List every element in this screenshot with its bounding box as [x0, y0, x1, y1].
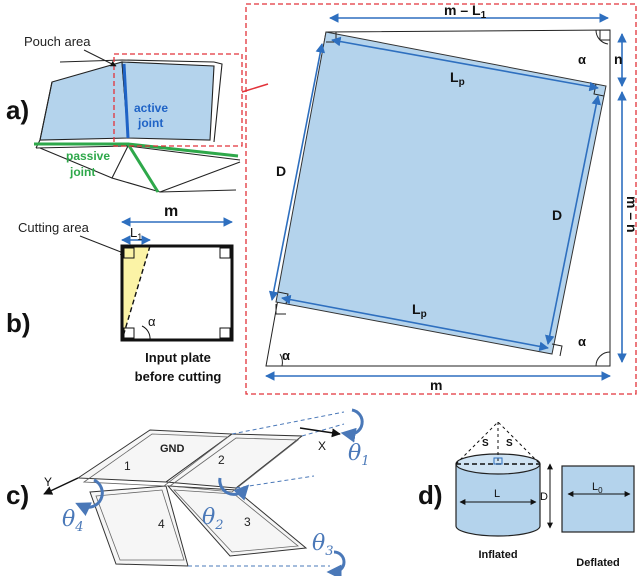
plate-3-label: 3: [244, 515, 251, 529]
pouch-area-pointer: [83, 49, 117, 67]
pouch-highlight-box: [113, 53, 243, 147]
panel-d-letter: d): [418, 480, 443, 510]
active-joint-line: [122, 63, 130, 139]
plate-caption-line1: Input plate: [145, 350, 211, 365]
alpha-top-right: α: [578, 52, 586, 67]
inflated-caption: Inflated: [478, 549, 517, 561]
panel-c-letter: c): [6, 480, 29, 510]
dash-ref-top2: [301, 423, 345, 437]
alpha-bottom-right: α: [578, 334, 586, 349]
cutting-area-pointer: [79, 235, 127, 255]
passive-joint-label-line2: joint: [69, 165, 95, 179]
passive-joint-label: passive: [66, 149, 110, 163]
angle-arc-bl: [279, 353, 283, 367]
plate-angle-arc: [141, 325, 151, 341]
plate-1-label: 1: [124, 459, 131, 473]
plate-4-label: 4: [158, 517, 165, 531]
angle-arc-tr: [595, 29, 609, 45]
dim-d-left-label: D: [276, 163, 286, 179]
plate-caption-line2: before cutting: [135, 369, 222, 384]
pouch-area-label: Pouch area: [24, 34, 91, 49]
active-joint-label: active: [134, 101, 168, 115]
detail-frame: [245, 3, 637, 395]
origami-plates: [76, 429, 308, 567]
dim-d-right: [545, 95, 601, 345]
theta3-label: θ3: [312, 531, 334, 559]
alpha-bottom-left: α: [282, 348, 290, 363]
cutting-area-label: Cutting area: [18, 220, 90, 235]
gnd-label: GND: [160, 443, 185, 455]
dim-lp-top-label: Lp: [450, 69, 465, 88]
active-joint-label-line2: joint: [137, 116, 163, 130]
theta4-label: θ4: [62, 507, 84, 535]
dim-lp-top: [331, 36, 599, 92]
theta3-rotation-icon: [326, 550, 346, 576]
inflated-cylinder-body: [455, 464, 541, 537]
theta2-rotation-icon: [218, 477, 250, 501]
panel-a-letter: a): [6, 95, 29, 125]
s-triangle: [455, 421, 541, 465]
dim-m-minus-n-label: m – n: [624, 196, 640, 233]
x-axis-arrow: [299, 427, 341, 438]
plate-corner-markers: [123, 247, 231, 339]
l1-label: L1: [130, 225, 142, 242]
dash-ref-mid: [235, 475, 315, 489]
plate-2-label: 2: [218, 453, 225, 467]
s-left-label: S: [482, 438, 489, 449]
plate-inner-lines: [82, 433, 300, 561]
input-plate: [120, 244, 234, 342]
panel-d: d) S S L D Inflated L0 Deflated: [418, 421, 635, 569]
theta1-label: θ1: [348, 441, 370, 469]
cylinder-d-label: D: [540, 491, 548, 503]
panel-c: c) GND 1 2 3 4 X Y θ1 θ2: [6, 408, 370, 576]
dim-n-label: n: [614, 51, 623, 67]
dim-lp-bottom: [281, 294, 549, 352]
deflated-caption: Deflated: [576, 557, 619, 569]
dim-d-right-label: D: [552, 207, 562, 223]
plate-alpha: α: [148, 314, 156, 329]
panel-a-detail: m – L1 n m – n Lp D D Lp m α α α: [245, 2, 640, 395]
y-axis-arrow: [43, 477, 79, 495]
dim-m-minus-l1-label: m – L1: [444, 2, 487, 21]
theta2-label: θ2: [202, 505, 224, 533]
theta4-rotation-icon: [75, 478, 104, 516]
panel-a-overview: a) Pouch area active joint passive joint: [6, 34, 269, 193]
theta1-rotation-icon: [340, 408, 364, 443]
panel-b: b) m L1 Cutting area α Input plate befor…: [6, 203, 234, 384]
cut-line: [121, 245, 151, 341]
dim-lp-bottom-label: Lp: [412, 301, 427, 320]
s-right-label: S: [506, 438, 513, 449]
panel-b-letter: b): [6, 308, 31, 338]
y-axis-label: Y: [44, 475, 52, 489]
deflated-l0-label: L0: [592, 481, 603, 495]
dim-d-left: [268, 43, 326, 301]
s-right-angle: [493, 457, 503, 465]
cylinder-l-label: L: [494, 488, 500, 500]
x-axis-label: X: [318, 439, 326, 453]
angle-arc-br: [595, 351, 611, 367]
dash-ref-top: [231, 411, 345, 435]
dim-m-bottom-label: m: [430, 377, 442, 393]
deflated-square: [561, 465, 635, 533]
plate-width-label: m: [164, 203, 178, 220]
